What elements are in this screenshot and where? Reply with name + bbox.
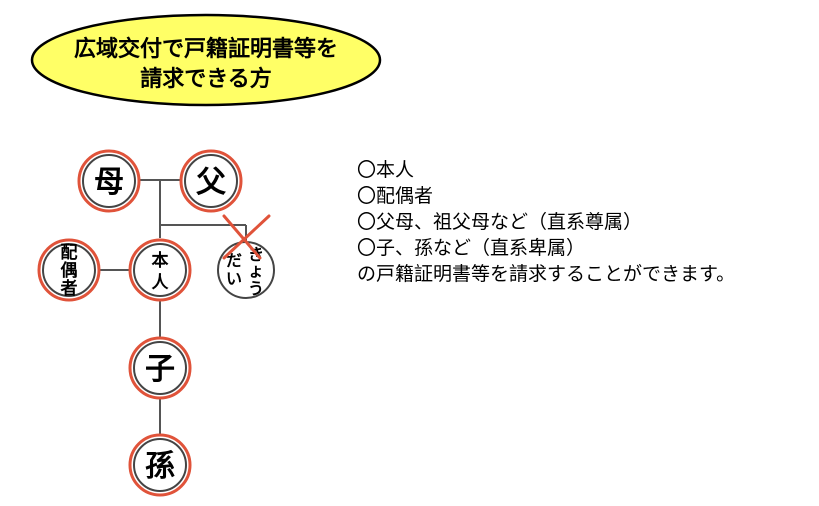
eligible-item-ascendants: 〇父母、祖父母など（直系尊属） (357, 211, 643, 233)
spouse-ring-inner (42, 243, 96, 297)
eligibility-description: 〇本人 〇配偶者 〇父母、祖父母など（直系尊属） 〇子、孫など（直系卑属） の戸… (357, 157, 735, 287)
sibling-char-da: だ (226, 251, 242, 270)
father-label: 父 (196, 165, 226, 200)
node-mother: 母 (77, 149, 141, 213)
sibling-char-yo: ょ (248, 261, 264, 280)
node-grandchild: 孫 (128, 433, 192, 497)
title-line-1: 広域交付で戸籍証明書等を (74, 36, 338, 62)
node-father: 父 (179, 149, 243, 213)
eligible-item-spouse: 〇配偶者 (357, 185, 434, 207)
spouse-char-3: 者 (60, 278, 78, 299)
title-banner: 広域交付で戸籍証明書等を 請求できる方 (30, 13, 382, 107)
node-sibling: だ い き ょ う (217, 241, 275, 299)
sibling-char-i: い (226, 269, 242, 288)
node-child: 子 (128, 336, 192, 400)
eligible-item-self: 〇本人 (357, 159, 415, 181)
node-spouse: 配 偶 者 (37, 238, 101, 302)
self-char-1: 本 (152, 250, 169, 271)
self-char-2: 人 (152, 273, 170, 293)
mother-label: 母 (94, 165, 124, 200)
eligible-item-descendants: 〇子、孫など（直系卑属） (357, 237, 586, 259)
father-ring-inner (184, 154, 238, 208)
spouse-char-1: 配 (61, 243, 78, 263)
eligibility-footer: の戸籍証明書等を請求することができます。 (357, 263, 736, 285)
title-ellipse (30, 13, 382, 107)
sibling-char-u: う (248, 279, 264, 298)
title-line-2: 請求できる方 (140, 66, 272, 92)
sibling-exclusion-cross-icon (222, 214, 271, 260)
self-ring-inner (133, 243, 187, 297)
grandchild-ring-inner (133, 438, 187, 492)
child-ring-inner (133, 341, 187, 395)
child-label: 子 (145, 352, 175, 387)
mother-ring-inner (82, 154, 136, 208)
grandchild-label: 孫 (145, 449, 175, 484)
spouse-char-2: 偶 (61, 260, 78, 281)
node-self: 本 人 (128, 238, 192, 302)
